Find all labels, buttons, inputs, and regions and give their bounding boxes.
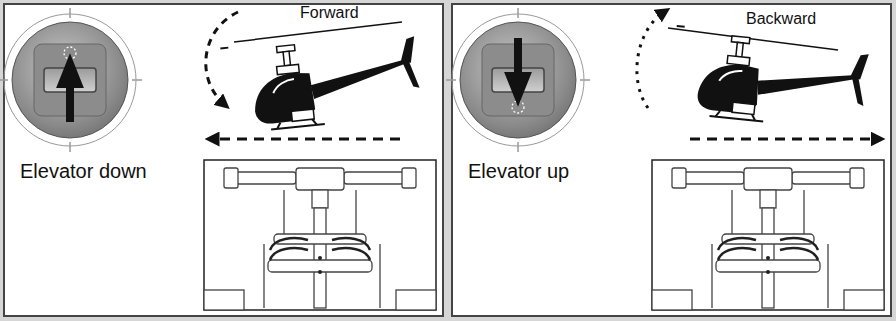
panel	[452, 4, 891, 316]
text-label: Backward	[746, 10, 816, 28]
helicopter	[220, 28, 422, 134]
text-label: Forward	[300, 4, 359, 22]
rotor-head-inset	[204, 160, 436, 310]
stick-arrow	[62, 64, 78, 122]
text-label: Elevator down	[20, 160, 147, 182]
pitch-arrow	[637, 12, 664, 108]
direction-arrow	[212, 138, 400, 141]
rotor-disc	[234, 22, 402, 42]
pitch-arrow	[206, 12, 238, 104]
helicopter	[668, 26, 870, 132]
direction-arrow	[690, 138, 878, 141]
joystick	[446, 8, 590, 152]
rotor-disc	[668, 28, 838, 50]
joystick	[0, 8, 142, 152]
stick-arrow	[510, 38, 526, 96]
rotor-head-inset	[652, 160, 884, 310]
text-label: Elevator up	[468, 160, 569, 182]
